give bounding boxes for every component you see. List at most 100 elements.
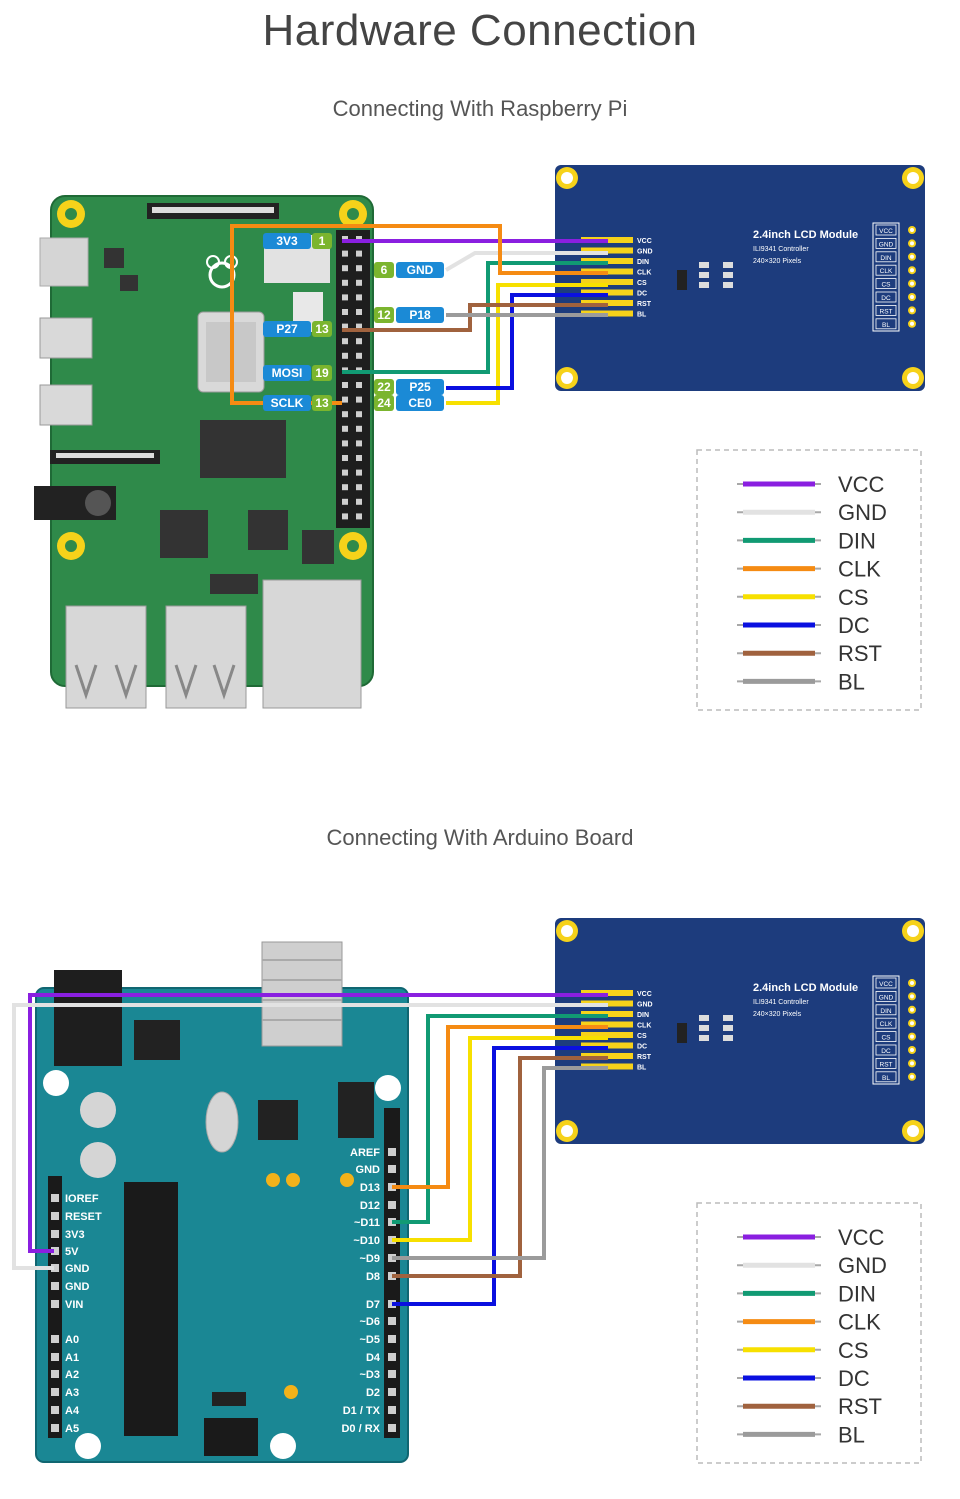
lcd-fpc-label: RST <box>637 1054 652 1061</box>
pin-tag-gnd: 6 GND <box>374 262 444 278</box>
lcd-pin-label: BL <box>882 1075 890 1082</box>
pin-tag-mosi: MOSI 19 <box>263 365 332 381</box>
rpi-wire-din <box>342 261 608 374</box>
mounting-hole-center <box>561 172 573 184</box>
arduino-pin-label: A5 <box>65 1423 79 1435</box>
arduino-pin-label: D4 <box>366 1352 381 1364</box>
gpio-pin <box>342 396 348 403</box>
arduino-pin-label: ~D6 <box>360 1316 381 1328</box>
gpio-pin <box>342 265 348 272</box>
rpi-wire-gnd <box>444 251 608 272</box>
lcd-pin-hole-center <box>910 254 914 259</box>
lcd-pin-hole-center <box>910 1061 914 1066</box>
lcd-pin-label: DIN <box>880 255 892 262</box>
rpi-wire-cs <box>446 283 608 405</box>
lcd-pin-label: CLK <box>880 268 893 275</box>
arduino-pin-label: ~D9 <box>360 1253 381 1265</box>
arduino-section-heading: Connecting With Arduino Board <box>326 825 634 850</box>
gpio-pin <box>342 498 348 505</box>
gpio-pin <box>356 265 362 272</box>
lcd-component <box>723 1035 733 1041</box>
mounting-hole-center <box>907 172 919 184</box>
mounting-hole-center <box>561 1125 573 1137</box>
lcd-component <box>723 262 733 268</box>
gpio-pin <box>342 323 348 330</box>
arduino-wire-dc <box>392 1046 608 1306</box>
rpi-wire-dc <box>446 293 608 390</box>
lcd-title: 2.4inch LCD Module <box>753 229 858 241</box>
pin-tag-name: P18 <box>409 308 431 322</box>
gpio-pin <box>342 513 348 520</box>
legend-label: GND <box>838 1253 887 1278</box>
lcd-component <box>723 272 733 278</box>
gpio-pin <box>342 279 348 286</box>
mounting-hole-center <box>907 925 919 937</box>
gpio-pin <box>356 250 362 257</box>
lcd-pin-cell <box>875 224 897 236</box>
gpio-pin <box>356 498 362 505</box>
gpio-pin <box>342 309 348 315</box>
lcd-pin-cell <box>875 1031 897 1042</box>
pin-tag-name: P27 <box>276 322 298 336</box>
gpio-pin <box>356 484 362 491</box>
lcd-component <box>699 1035 709 1041</box>
arduino-pin-label: GND <box>65 1263 90 1275</box>
lcd-fpc-label: DC <box>637 1044 647 1051</box>
lcd-fpc-pad <box>581 1021 633 1028</box>
pin-tag-number: 1 <box>319 234 326 248</box>
lcd-pin-label: RST <box>880 308 893 315</box>
arduino-wire-bl <box>392 1066 608 1260</box>
lcd-pin-cell <box>875 304 897 316</box>
lcd-fpc-label: CS <box>637 280 647 287</box>
arduino-wire-rst <box>392 1056 608 1278</box>
lcd-pin-hole-center <box>910 1007 914 1012</box>
pin-tag-name: CE0 <box>408 396 432 410</box>
lcd-pin-cell <box>875 291 897 303</box>
legend-label: CS <box>838 585 869 610</box>
gpio-pin <box>356 425 362 432</box>
mounting-hole-center <box>561 372 573 384</box>
arduino-pin-label: ~D5 <box>360 1334 381 1346</box>
legend-label: DC <box>838 613 870 638</box>
legend-label: VCC <box>838 1225 885 1250</box>
pin-tag-3v3: 3V3 1 <box>263 233 332 249</box>
gpio-pin <box>356 440 362 447</box>
lcd-pin-hole-center <box>910 268 914 273</box>
arduino-pin-label: AREF <box>350 1147 380 1159</box>
lcd-resolution: 240×320 Pixels <box>753 1011 802 1018</box>
lcd-component <box>699 1025 709 1031</box>
arduino-header-pin <box>51 1212 59 1220</box>
arduino-header-pin <box>388 1370 396 1378</box>
arduino-pin-label: D13 <box>360 1182 380 1194</box>
pin-tag-number: 13 <box>315 322 329 336</box>
gpio-pin <box>356 338 362 345</box>
arduino-header-pin <box>51 1370 59 1378</box>
arduino-header-pin <box>51 1194 59 1202</box>
arduino-pin-label: ~D3 <box>360 1369 381 1381</box>
legend-label: DIN <box>838 528 876 553</box>
pin-tag-number: 13 <box>315 396 329 410</box>
arduino-header-pin <box>388 1406 396 1414</box>
arduino-pin-label: D2 <box>366 1387 380 1399</box>
lcd-fpc-label: CLK <box>637 270 651 277</box>
arduino-pin-label: GND <box>65 1281 90 1293</box>
rpi-wire-clk <box>230 224 608 405</box>
gpio-pin <box>342 382 348 388</box>
arduino-pin-label: 3V3 <box>65 1229 85 1241</box>
lcd-pin-label: VCC <box>879 228 893 235</box>
legend-label: GND <box>838 500 887 525</box>
legend-label: CLK <box>838 1310 881 1335</box>
pin-tag-name: SCLK <box>271 396 304 410</box>
arduino-header-pin <box>388 1335 396 1343</box>
lcd-fpc-pad <box>581 289 633 296</box>
lcd-pin-cell <box>875 264 897 276</box>
lcd-pin-label: BL <box>882 322 890 329</box>
arduino-header-pin <box>51 1335 59 1343</box>
lcd-controller: ILI9341 Controller <box>753 246 809 253</box>
gpio-pin <box>356 279 362 286</box>
lcd-component <box>699 262 709 268</box>
pin-tag-name: 3V3 <box>276 234 298 248</box>
lcd-pin-label: DC <box>881 1048 891 1055</box>
